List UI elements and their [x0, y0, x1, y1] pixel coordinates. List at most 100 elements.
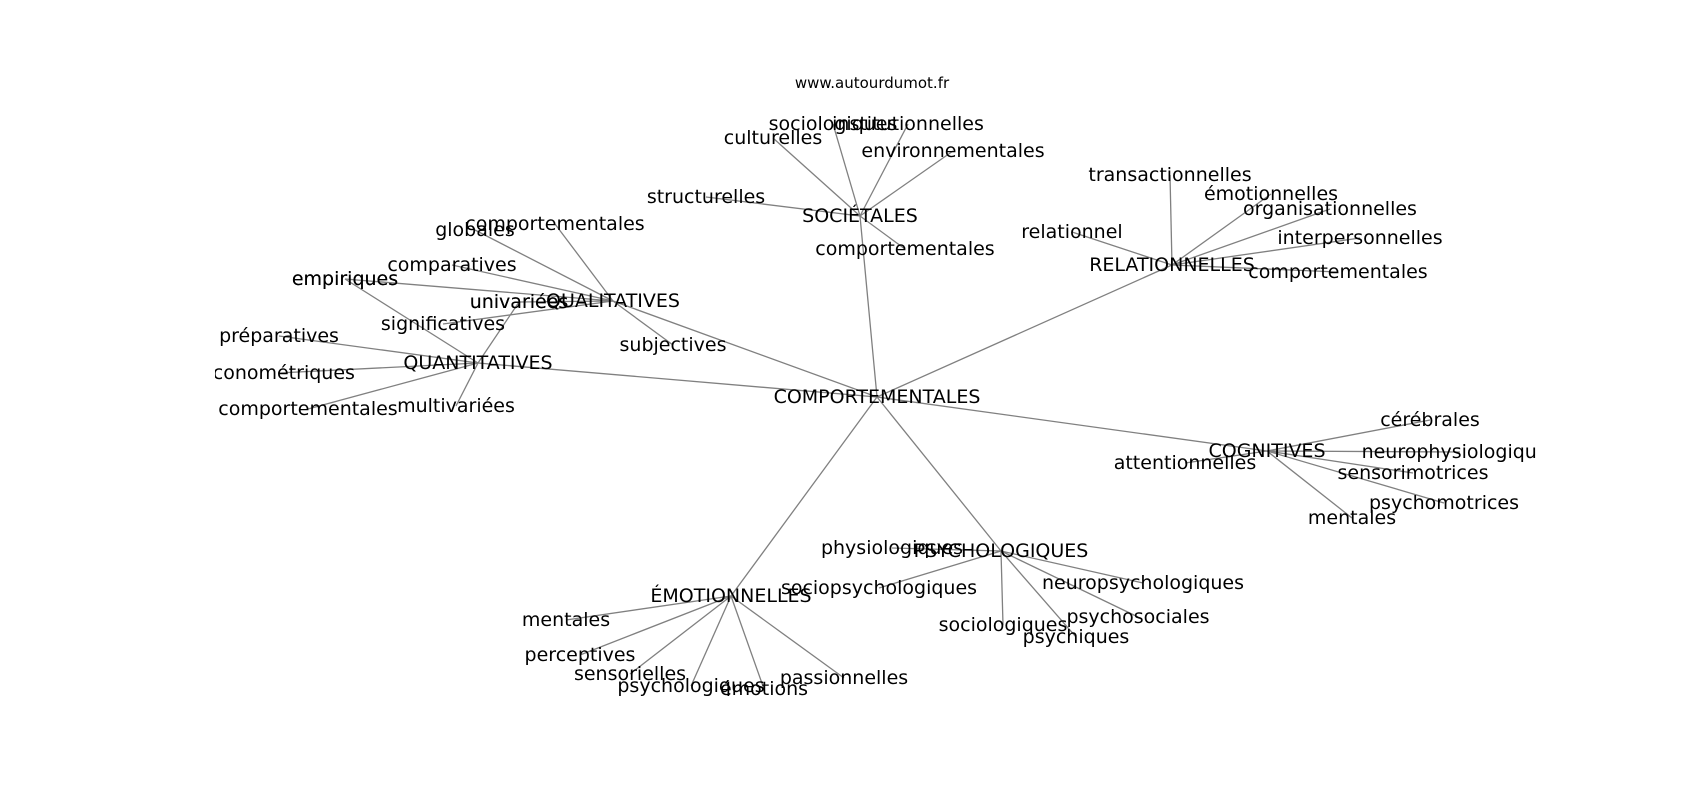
edge-societales-to-structurelles — [705, 196, 861, 217]
edge-societales-to-environnementales — [859, 150, 954, 217]
edge-societales-to-comportementales — [859, 215, 906, 250]
leaf-label-quantitatives-univariees: univariées — [470, 291, 569, 313]
edge-center-to-psychologiques — [876, 396, 1002, 552]
edge-center-to-cognitives — [876, 396, 1268, 452]
edge-quantitatives-to-preparatives — [278, 335, 479, 364]
edge-relationnelles-to-comportementales — [1171, 264, 1339, 273]
center-node-label: COMPORTEMENTALES — [774, 386, 981, 408]
edge-societales-to-culturelles — [772, 137, 861, 217]
leaf-label-emotionnelles-perceptives: perceptives — [525, 644, 636, 666]
leaf-label-psychologiques-sociologiques: sociologiques — [939, 614, 1068, 636]
edge-relationnelles-to-emotionnelles — [1171, 193, 1272, 266]
edge-emotionnelles-to-sensorielles — [629, 595, 732, 675]
leaf-label-qualitatives-empiriques: empiriques — [292, 268, 398, 290]
edge-psychologiques-to-psychiques — [1000, 550, 1077, 638]
edge-relationnelles-to-organisationnelles — [1171, 208, 1331, 266]
leaf-label-quantitatives-empiriques: empiriques — [292, 268, 398, 290]
leaf-label-psychologiques-neuropsychologiques: neuropsychologiques — [1042, 572, 1244, 594]
leaf-label-psychologiques-sociopsychologiques: sociopsychologiques — [781, 577, 977, 599]
edge-cognitives-to-neurophysiologiques — [1266, 450, 1461, 453]
edge-cognitives-to-psychomotrices — [1266, 450, 1445, 504]
leaf-label-cognitives-cerebrales: cérébrales — [1380, 409, 1480, 431]
edge-qualitatives-to-comportementales — [554, 223, 614, 302]
edge-cognitives-to-attentionnelles — [1184, 450, 1268, 464]
edge-relationnelles-to-interpersonnelles — [1171, 237, 1361, 266]
leaf-label-emotionnelles-mentales: mentales — [522, 609, 610, 631]
edge-relationnelles-to-transactionnelles — [1169, 174, 1173, 266]
edge-societales-to-sociologiques — [832, 123, 861, 217]
edge-qualitatives-to-subjectives — [612, 300, 674, 346]
leaf-label-societales-sociologiques: sociologiques — [769, 113, 898, 135]
edge-psychologiques-to-physiologiques — [891, 547, 1002, 552]
leaf-label-cognitives-neurophysiologiques: neurophysiologiques — [1362, 441, 1559, 463]
leaf-label-quantitatives-econometriques: économétriques — [201, 362, 355, 384]
labels-layer: COMPORTEMENTALESSOCIÉTALESsociologiquesi… — [201, 113, 1559, 700]
leaf-label-qualitatives-significatives: significatives — [381, 313, 505, 335]
leaf-label-relationnelles-organisationnelles: organisationnelles — [1243, 198, 1417, 220]
edge-relationnelles-to-relationnel — [1071, 231, 1173, 266]
edge-cognitives-to-sensorimotrices — [1266, 450, 1414, 474]
leaf-label-quantitatives-multivariees: multivariées — [397, 395, 515, 417]
leaf-label-qualitatives-subjectives: subjectives — [620, 334, 727, 356]
hub-label-quantitatives: QUANTITATIVES — [403, 352, 552, 374]
edge-quantitatives-to-comportementales — [307, 362, 479, 410]
edge-qualitatives-to-globales — [474, 229, 614, 302]
leaf-label-emotionnelles-passionnelles: passionnelles — [780, 667, 908, 689]
edges-layer — [277, 123, 1461, 690]
edge-psychologiques-to-psychosociales — [1000, 550, 1139, 618]
leaf-label-quantitatives-comportementales: comportementales — [218, 398, 397, 420]
edge-qualitatives-to-comparatives — [451, 264, 614, 302]
leaf-label-societales-comportementales: comportementales — [815, 238, 994, 260]
leaf-label-psychologiques-psychiques: psychiques — [1023, 626, 1130, 648]
leaf-label-emotionnelles-psychologiques: psychologiques — [617, 675, 764, 697]
edge-center-to-quantitatives — [477, 362, 878, 398]
leaf-label-qualitatives-globales: globales — [435, 219, 515, 241]
edge-cognitives-to-cerebrales — [1266, 419, 1431, 452]
leaf-label-societales-institutionnelles: institutionnelles — [832, 113, 984, 135]
edge-emotionnelles-to-psychologiques — [690, 595, 732, 687]
hub-label-societales: SOCIÉTALES — [802, 204, 918, 227]
edge-center-to-qualitatives — [612, 300, 878, 398]
leaf-label-qualitatives-comparatives: comparatives — [387, 254, 516, 276]
leaf-label-societales-environnementales: environnementales — [861, 140, 1044, 162]
hub-label-cognitives: COGNITIVES — [1208, 440, 1325, 462]
edge-emotionnelles-to-mentales — [565, 595, 732, 621]
edge-emotionnelles-to-perceptives — [579, 595, 732, 656]
leaf-label-societales-structurelles: structurelles — [647, 186, 765, 208]
edge-center-to-societales — [859, 215, 878, 398]
edge-qualitatives-to-empiriques — [344, 278, 614, 302]
leaf-label-qualitatives-comportementales: comportementales — [465, 213, 644, 235]
edge-psychologiques-to-sociopsychologiques — [878, 550, 1002, 589]
edge-cognitives-to-mentales — [1266, 450, 1353, 519]
edge-emotionnelles-to-emotions — [730, 595, 765, 690]
edge-societales-to-institutionnelles — [859, 123, 909, 217]
leaf-label-emotionnelles-sensorielles: sensorielles — [574, 663, 686, 685]
edge-qualitatives-to-univariees — [518, 300, 614, 303]
leaf-label-psychologiques-psychosociales: psychosociales — [1066, 606, 1209, 628]
leaf-label-psychologiques-physiologiques: physiologiques — [821, 537, 963, 559]
edge-quantitatives-to-univariees — [477, 301, 520, 364]
edge-center-to-emotionnelles — [730, 396, 878, 597]
edge-qualitatives-to-significatives — [442, 300, 614, 325]
source-credit: www.autourdumot.fr — [795, 74, 950, 92]
edge-quantitatives-to-multivariees — [455, 362, 479, 407]
hub-label-emotionnelles: ÉMOTIONNELLES — [650, 584, 811, 607]
leaf-label-relationnelles-comportementales: comportementales — [1248, 261, 1427, 283]
leaf-label-relationnelles-transactionnelles: transactionnelles — [1088, 164, 1251, 186]
leaf-label-emotionnelles-emotions: émotions — [720, 678, 808, 700]
leaf-label-cognitives-mentales: mentales — [1308, 507, 1396, 529]
leaf-label-cognitives-attentionnelles: attentionnelles — [1114, 452, 1257, 474]
edge-psychologiques-to-sociologiques — [1000, 550, 1004, 626]
leaf-label-cognitives-psychomotrices: psychomotrices — [1369, 492, 1519, 514]
edge-psychologiques-to-neuropsychologiques — [1000, 550, 1144, 584]
leaf-label-relationnelles-interpersonnelles: interpersonnelles — [1277, 227, 1442, 249]
edge-emotionnelles-to-passionnelles — [730, 595, 845, 679]
hub-label-relationnelles: RELATIONNELLES — [1089, 254, 1255, 276]
leaf-label-quantitatives-preparatives: préparatives — [219, 325, 339, 347]
leaf-label-relationnelles-emotionnelles: émotionnelles — [1204, 183, 1338, 205]
edge-quantitatives-to-econometriques — [277, 362, 479, 374]
edge-center-to-relationnelles — [876, 264, 1173, 398]
leaf-label-societales-culturelles: culturelles — [724, 127, 823, 149]
